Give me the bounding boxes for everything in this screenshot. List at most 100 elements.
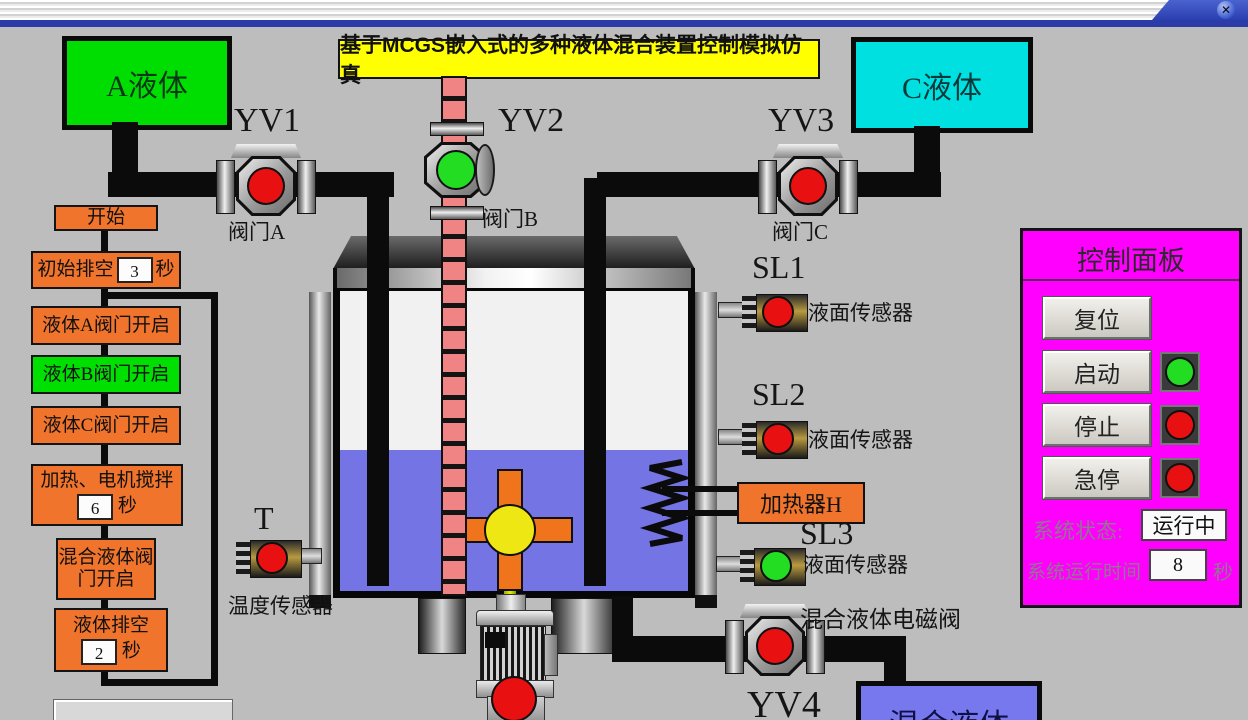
motor-bracket: [544, 634, 558, 676]
start-lamp: [1165, 357, 1195, 387]
stop-button[interactable]: 停止: [1042, 403, 1152, 447]
window-titlebar[interactable]: [0, 0, 1248, 20]
sensor-t-desc: 温度传感器: [228, 594, 333, 618]
estop-button[interactable]: 急停: [1042, 456, 1152, 500]
stop-lamp: [1165, 410, 1195, 440]
sensor-sl3-desc: 液面传感器: [803, 553, 908, 577]
valve-yv1[interactable]: [216, 144, 316, 222]
stirrer-motor: [476, 610, 558, 720]
solenoid-valve-label: 混合液体电磁阀: [800, 607, 961, 632]
valve-bonnet: [231, 144, 301, 158]
pipe-a-into-tank: [367, 178, 389, 586]
flow-step-start: 开始: [54, 205, 158, 231]
step-value-row: 6 秒: [77, 493, 137, 520]
valve-yv3[interactable]: [758, 144, 858, 222]
sensor-sl1-name: SL1: [752, 249, 806, 285]
motor-panel: [485, 632, 505, 648]
flow-step-heat-stir: 加热、电机搅拌 6 秒: [31, 464, 183, 526]
step-label: 初始排空: [37, 259, 114, 281]
flow-step-mix-valve-open: 混合液体阀门开启: [56, 538, 156, 600]
pipe-a-down-stub: [112, 122, 138, 180]
heater-wire-bottom: [662, 510, 740, 516]
valve-yv2[interactable]: [417, 118, 495, 222]
sensor-sl3-name: SL3: [800, 515, 854, 551]
heater-coil: [639, 459, 688, 547]
reset-button[interactable]: 复位: [1042, 296, 1152, 340]
flow-step-valve-a-open: 液体A阀门开启: [31, 306, 181, 345]
valve-flange-right: [297, 160, 316, 214]
pipe-c-down-stub: [914, 126, 940, 180]
valve-bonnet: [773, 144, 843, 158]
flow-step-valve-b-open: 液体B阀门开启: [31, 355, 181, 394]
valve-yv1-indicator: [247, 167, 285, 205]
valve-c-sublabel: 阀门C: [772, 220, 829, 244]
flow-step-initial-drain: 初始排空 3 秒: [31, 251, 181, 289]
control-panel-title: 控制面板: [1023, 237, 1239, 281]
sensor-ridge: [742, 423, 758, 455]
step-label: 液体排空: [72, 615, 149, 637]
valve-flange-top: [430, 122, 484, 136]
valve-flange-left: [758, 160, 777, 214]
start-lamp-frame: [1160, 352, 1200, 392]
sensor-sl2: [742, 419, 808, 459]
tank-rail-left-cap: [309, 595, 331, 608]
step-unit: 秒: [155, 259, 175, 281]
valve-flange-bottom: [430, 206, 484, 220]
flow-step-valve-c-open: 液体C阀门开启: [31, 406, 181, 445]
valve-flange-left: [216, 160, 235, 214]
sensor-sl1-desc: 液面传感器: [808, 301, 913, 325]
initial-drain-seconds-field[interactable]: 3: [116, 257, 153, 283]
valve-yv2-indicator: [436, 150, 476, 190]
window-border-strip: [0, 20, 1248, 27]
tank-leg: [418, 598, 466, 654]
stop-lamp-frame: [1160, 405, 1200, 445]
system-status-label: 系统状态:: [1033, 519, 1123, 543]
sensor-sl1-indicator: [762, 296, 794, 328]
valve-yv4-indicator: [756, 627, 794, 665]
runtime-label: 系统运行时间: [1027, 562, 1142, 583]
step-label: 加热、电机搅拌: [40, 470, 174, 492]
tank-rail-left: [309, 292, 331, 596]
motor-cap: [476, 610, 554, 626]
valve-yv4[interactable]: [725, 604, 825, 682]
stirrer-hub: [484, 504, 536, 556]
valve-flange-left: [725, 620, 744, 674]
flow-loop-top: [104, 292, 218, 299]
valve-a-sublabel: 阀门A: [228, 220, 286, 244]
estop-lamp-frame: [1160, 458, 1200, 498]
step-unit: 秒: [121, 640, 141, 662]
step-unit: 秒: [117, 495, 137, 517]
heat-stir-seconds-field[interactable]: 6: [77, 493, 114, 520]
valve-flange-right: [806, 620, 825, 674]
tank-mixed-label-box: 混合液体: [856, 681, 1042, 720]
tank-rail-right: [695, 292, 717, 596]
valve-side-disc: [475, 144, 495, 196]
tank-a-label-box: A液体: [62, 36, 232, 130]
tank-leg: [551, 598, 617, 654]
bottom-left-button[interactable]: [53, 699, 233, 720]
valve-yv1-label: YV1: [234, 102, 301, 139]
sensor-ridge: [740, 550, 756, 582]
tank-rail-right-cap: [695, 595, 717, 608]
sensor-sl2-desc: 液面传感器: [808, 428, 913, 452]
valve-yv3-label: YV3: [768, 102, 835, 139]
system-status-value: 运行中: [1141, 509, 1227, 541]
liquid-drain-seconds-field[interactable]: 2: [81, 638, 118, 665]
title-banner: 基于MCGS嵌入式的多种液体混合装置控制模拟仿真: [338, 34, 820, 87]
sensor-t-indicator: [256, 542, 288, 574]
start-button[interactable]: 启动: [1042, 350, 1152, 394]
flow-loop-right: [211, 292, 218, 686]
motor-indicator: [491, 676, 537, 720]
sensor-ridge: [236, 542, 252, 574]
valve-flange-right: [839, 160, 858, 214]
close-icon[interactable]: ✕: [1217, 1, 1235, 19]
sensor-sl1: [742, 292, 808, 332]
heater-wire-top: [662, 486, 740, 492]
runtime-value: 8: [1149, 549, 1207, 581]
tank-c-label-box: C液体: [851, 37, 1033, 133]
valve-yv3-indicator: [789, 167, 827, 205]
estop-lamp: [1165, 463, 1195, 493]
flow-loop-bottom: [104, 679, 218, 686]
sensor-t: [236, 538, 302, 578]
